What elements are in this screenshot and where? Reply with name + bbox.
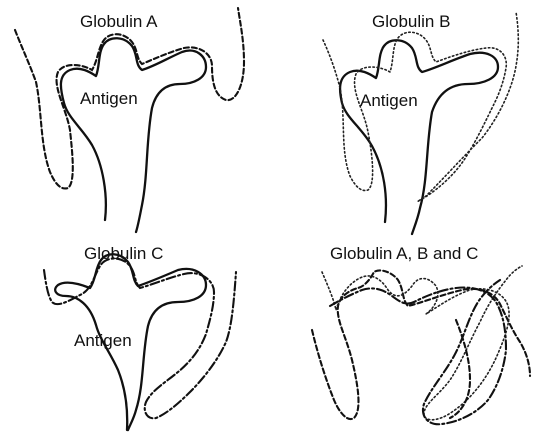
panel-globulin-a: Globulin A Antigen [15, 8, 244, 232]
panel-globulin-c: Globulin C Antigen [44, 244, 236, 430]
panel-b-antigen-outline [340, 40, 498, 234]
panel-c-antigen-label: Antigen [74, 331, 132, 350]
panel-b-antigen-label: Antigen [360, 91, 418, 110]
panel-b-globulin-b-outline [323, 12, 518, 202]
panel-abc-globulin-c-outline [330, 280, 506, 424]
panel-globulin-abc: Globulin A, B and C [312, 244, 530, 424]
panel-globulin-b: Globulin B Antigen [323, 12, 518, 234]
panel-b-title: Globulin B [372, 12, 450, 31]
panel-a-title: Globulin A [80, 12, 158, 31]
panel-abc-overlap-strand [450, 320, 470, 418]
panel-a-antigen-label: Antigen [80, 89, 138, 108]
panel-a-antigen-outline [61, 38, 206, 232]
panel-abc-title: Globulin A, B and C [330, 244, 478, 263]
